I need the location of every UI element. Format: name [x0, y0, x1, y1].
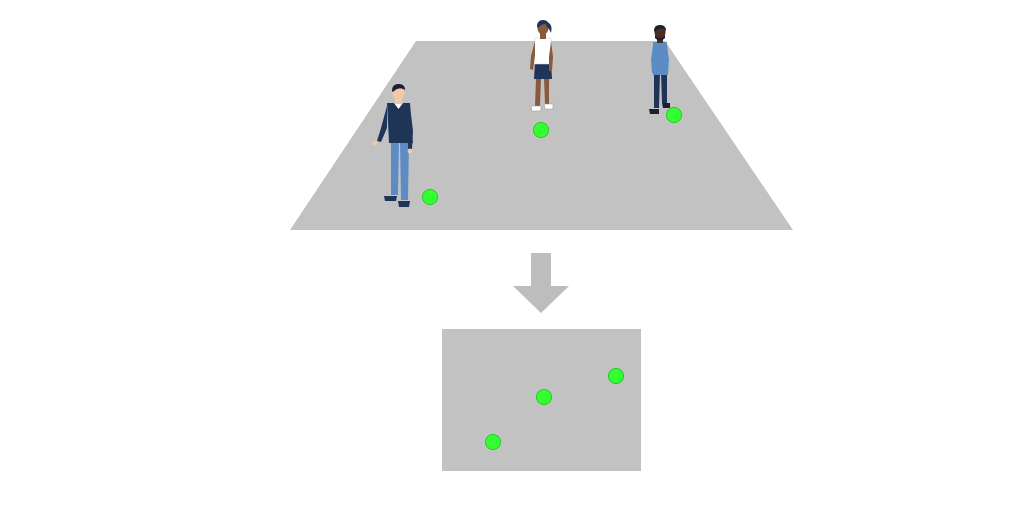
marker-icon [608, 368, 624, 384]
marker-icon [422, 189, 438, 205]
person-icon [372, 84, 413, 207]
person-icon [530, 20, 554, 112]
marker-icon [485, 434, 501, 450]
marker-icon [666, 107, 682, 123]
marker-icon [533, 122, 549, 138]
arrow-down-icon [513, 253, 569, 313]
person-icon [649, 25, 670, 114]
marker-icon [536, 389, 552, 405]
